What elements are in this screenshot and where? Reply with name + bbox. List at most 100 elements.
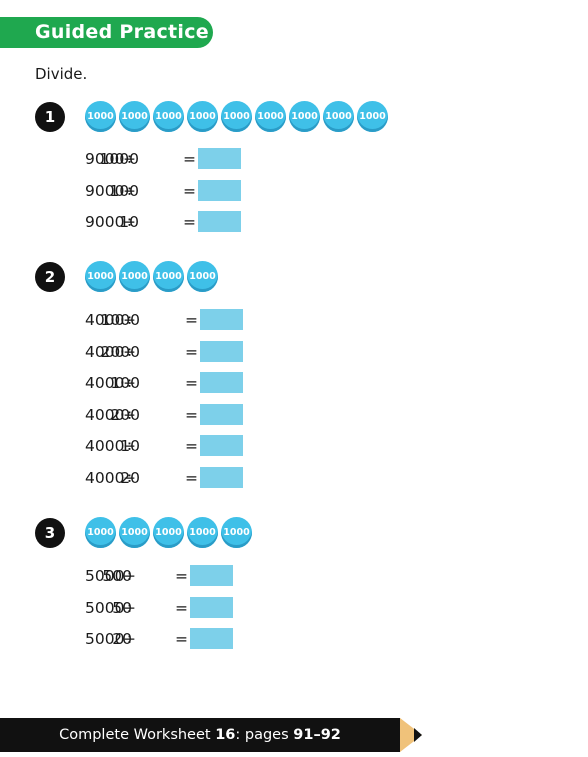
footer-worksheet-number: 16 <box>215 727 236 743</box>
equals-sign: = <box>175 567 188 585</box>
dividend: 4000 <box>85 342 125 361</box>
pencil-tip-icon <box>400 718 422 752</box>
dividend: 9000 <box>85 213 125 231</box>
division-equation: 5000÷20 <box>85 628 136 650</box>
divide-sign: ÷ <box>123 213 136 231</box>
thousand-counter-coin: 1000 <box>119 517 150 548</box>
division-equation: 4000÷10 <box>85 435 140 457</box>
section-title: Guided Practice <box>35 21 209 43</box>
thousand-counter-coin: 1000 <box>221 517 252 548</box>
equals-sign: = <box>175 630 188 648</box>
divide-sign: ÷ <box>123 405 136 424</box>
divisor: 20 <box>120 468 140 487</box>
thousand-counter-coin: 1000 <box>289 101 320 132</box>
dividend: 5000 <box>85 598 125 617</box>
thousand-counter-coin: 1000 <box>255 101 286 132</box>
answer-box[interactable] <box>200 466 243 488</box>
equals-sign: = <box>185 468 198 487</box>
divisor: 100 <box>109 181 139 200</box>
thousand-counter-coin: 1000 <box>187 101 218 132</box>
thousand-counter-coin: 1000 <box>153 517 184 548</box>
equals-sign: = <box>185 342 198 361</box>
divide-sign: ÷ <box>123 342 136 361</box>
dividend: 4000 <box>85 311 125 329</box>
equals-sign: = <box>175 598 188 617</box>
answer-box[interactable] <box>198 211 241 232</box>
divisor: 500 <box>102 567 132 585</box>
divisor: 10 <box>120 437 140 455</box>
answer-box[interactable] <box>200 372 243 393</box>
question-number-badge: 2 <box>35 262 65 292</box>
equals-sign: = <box>185 311 198 329</box>
thousand-counter-coin: 1000 <box>85 261 116 292</box>
thousand-counter-coin: 1000 <box>85 517 116 548</box>
answer-box[interactable] <box>200 340 243 362</box>
dividend: 4000 <box>85 374 125 392</box>
answer-box[interactable] <box>200 309 243 330</box>
division-equation: 4000÷2000 <box>85 341 140 363</box>
thousand-counter-coin: 1000 <box>153 261 184 292</box>
footer-middle: : pages <box>235 727 294 743</box>
divisor: 50 <box>112 598 132 617</box>
dividend: 9000 <box>85 150 125 168</box>
dividend: 5000 <box>85 567 125 585</box>
divisor: 200 <box>110 405 140 424</box>
divide-sign: ÷ <box>123 468 136 487</box>
question-number-badge: 3 <box>35 518 65 548</box>
equals-sign: = <box>185 374 198 392</box>
footer-pages: 91–92 <box>293 727 341 743</box>
answer-box[interactable] <box>200 435 243 456</box>
divide-sign: ÷ <box>123 630 136 648</box>
equals-sign: = <box>183 181 196 200</box>
division-equation: 5000÷500 <box>85 565 136 587</box>
divisor: 2000 <box>100 342 140 361</box>
division-equation: 4000÷1000 <box>85 309 140 331</box>
question-number-badge: 1 <box>35 102 65 132</box>
thousand-counter-coin: 1000 <box>119 101 150 132</box>
division-equation: 9000÷10 <box>85 211 139 233</box>
dividend: 9000 <box>85 181 125 200</box>
divide-sign: ÷ <box>123 598 136 617</box>
answer-box[interactable] <box>198 179 241 201</box>
division-equation: 4000÷200 <box>85 404 140 426</box>
divisor: 10 <box>119 213 139 231</box>
equals-sign: = <box>183 150 196 168</box>
instruction-text: Divide. <box>35 65 88 83</box>
divide-sign: ÷ <box>123 181 136 200</box>
divide-sign: ÷ <box>123 437 136 455</box>
divide-sign: ÷ <box>123 311 136 329</box>
answer-box[interactable] <box>200 403 243 425</box>
thousand-counter-coin: 1000 <box>221 101 252 132</box>
thousand-counter-coin: 1000 <box>153 101 184 132</box>
answer-box[interactable] <box>190 628 233 649</box>
divisor: 20 <box>112 630 132 648</box>
thousand-counter-coin: 1000 <box>187 261 218 292</box>
footer-prefix: Complete Worksheet <box>59 727 216 743</box>
division-equation: 4000÷100 <box>85 372 140 394</box>
answer-box[interactable] <box>190 565 233 586</box>
thousand-counter-coin: 1000 <box>357 101 388 132</box>
thousand-counter-coin: 1000 <box>323 101 354 132</box>
thousand-counter-coin: 1000 <box>85 101 116 132</box>
thousand-counter-coin: 1000 <box>187 517 218 548</box>
divisor: 1000 <box>99 150 139 168</box>
answer-box[interactable] <box>190 596 233 618</box>
divide-sign: ÷ <box>123 567 136 585</box>
divisor: 100 <box>110 374 140 392</box>
dividend: 4000 <box>85 468 125 487</box>
equals-sign: = <box>185 405 198 424</box>
equals-sign: = <box>185 437 198 455</box>
dividend: 4000 <box>85 405 125 424</box>
division-equation: 5000÷50 <box>85 597 136 619</box>
thousand-counter-coin: 1000 <box>119 261 150 292</box>
equals-sign: = <box>183 213 196 231</box>
answer-box[interactable] <box>198 148 241 169</box>
worksheet-footer: Complete Worksheet 16: pages 91–92 <box>0 718 400 752</box>
divide-sign: ÷ <box>123 374 136 392</box>
dividend: 4000 <box>85 437 125 455</box>
dividend: 5000 <box>85 630 125 648</box>
divisor: 1000 <box>100 311 140 329</box>
